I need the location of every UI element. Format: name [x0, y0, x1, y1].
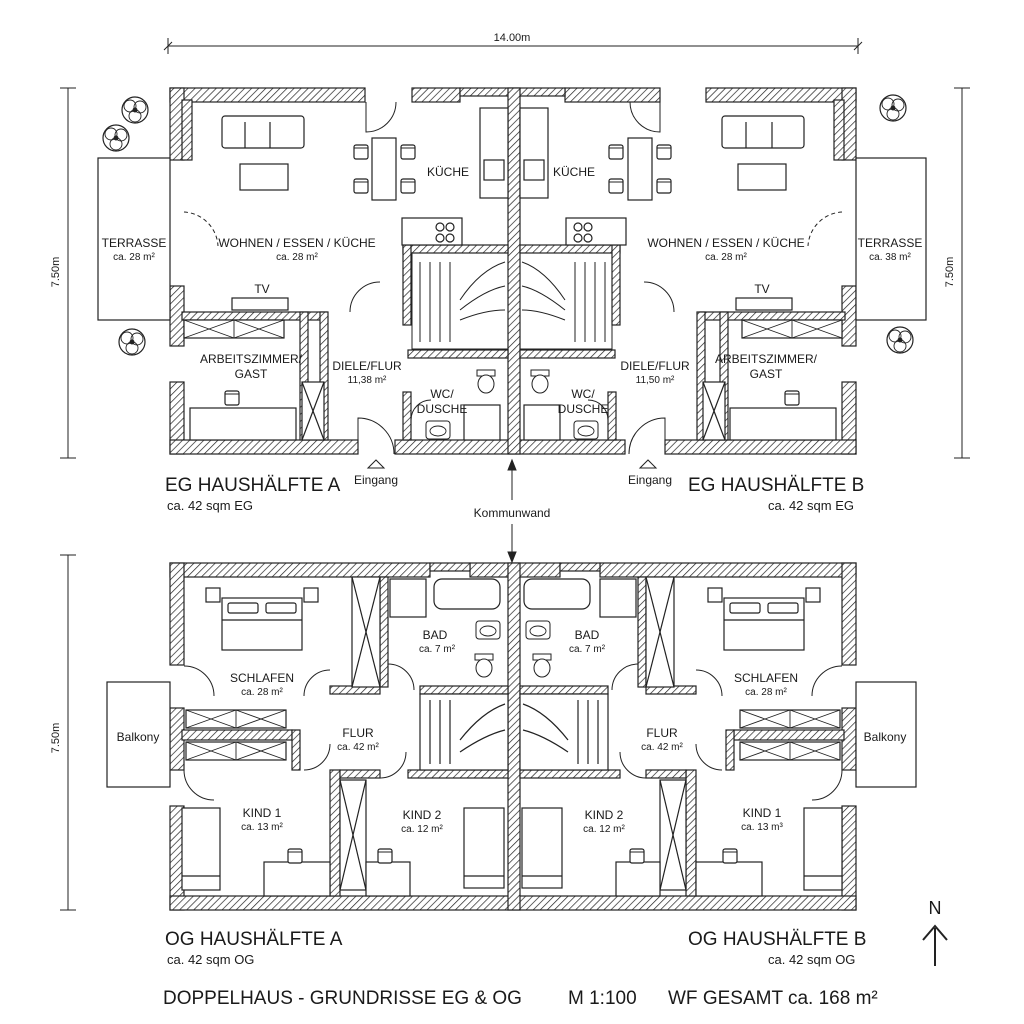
- room-area-diele-b: 11,50 m²: [635, 375, 675, 386]
- balcony-label-b: Balkony: [863, 730, 907, 744]
- dimension-height-eg-left: 7.50m: [50, 256, 62, 288]
- og-a-title: OG HAUSHÄLFTE A: [165, 929, 343, 950]
- dimension-height-og-left: 7.50m: [50, 722, 62, 754]
- room-label-schlafen-a: SCHLAFEN: [229, 671, 295, 685]
- room-area-kind1-a: ca. 13 m²: [241, 822, 283, 833]
- room-area-flur-a: ca. 42 m²: [337, 742, 379, 753]
- room-label-terrasse-b: TERRASSE: [857, 236, 923, 250]
- room-label-arbeitszimmer-a-2: GAST: [234, 367, 268, 381]
- eg-b-subtitle: ca. 42 sqm EG: [768, 498, 854, 513]
- eg-walls: [169, 87, 857, 455]
- room-label-kind1-b: KIND 1: [742, 806, 782, 820]
- eg-entry-arrows: [366, 459, 658, 469]
- room-area-terrasse-b: ca. 38 m²: [869, 252, 911, 263]
- room-area-schlafen-b: ca. 28 m²: [745, 687, 787, 698]
- room-label-kind2-b: KIND 2: [584, 808, 624, 822]
- total-living-area: WF GESAMT ca. 168 m²: [668, 988, 878, 1009]
- tv-label-b: TV: [754, 282, 770, 296]
- room-area-terrasse-a: ca. 28 m²: [113, 252, 155, 263]
- kommunwand-label: Kommunwand: [473, 506, 551, 520]
- room-area-bad-a: ca. 7 m²: [418, 644, 456, 655]
- eg-furniture-b: [519, 107, 843, 441]
- kommunwand-arrow: [507, 458, 517, 564]
- room-label-wc-b-2: DUSCHE: [557, 402, 609, 416]
- og-furniture-a: [181, 576, 509, 897]
- entrance-label-b: Eingang: [627, 473, 673, 487]
- drawing-title: DOPPELHAUS - GRUNDRISSE EG & OG: [163, 988, 522, 1009]
- eg-furniture-a: [183, 107, 509, 441]
- room-label-bad-a: BAD: [422, 628, 448, 642]
- room-label-flur-a: FLUR: [342, 726, 374, 740]
- room-label-arbeitszimmer-b-1: ARBEITSZIMMER/: [714, 352, 818, 366]
- room-area-wohnen-b: ca. 28 m²: [705, 252, 747, 263]
- eg-doors: [183, 101, 843, 455]
- balcony-label-a: Balkony: [116, 730, 160, 744]
- eg-b-title: EG HAUSHÄLFTE B: [688, 475, 865, 496]
- eg-stairs: [411, 252, 613, 350]
- dimension-lines: [60, 38, 970, 911]
- room-label-diele-b: DIELE/FLUR: [620, 359, 690, 373]
- room-area-bad-b: ca. 7 m²: [568, 644, 606, 655]
- room-label-flur-b: FLUR: [646, 726, 678, 740]
- eg-a-subtitle: ca. 42 sqm EG: [167, 498, 253, 513]
- room-label-kind2-a: KIND 2: [402, 808, 442, 822]
- room-area-flur-b: ca. 42 m²: [641, 742, 683, 753]
- north-arrow-icon: [922, 924, 948, 966]
- room-area-diele-a: 11,38 m²: [347, 375, 387, 386]
- room-label-arbeitszimmer-a-1: ARBEITSZIMMER/: [199, 352, 303, 366]
- room-label-terrasse-a: TERRASSE: [101, 236, 167, 250]
- room-label-bad-b: BAD: [574, 628, 600, 642]
- og-walls: [169, 562, 857, 911]
- room-label-wohnen-a: WOHNEN / ESSEN / KÜCHE: [218, 236, 376, 250]
- room-area-kind2-a: ca. 12 m²: [401, 824, 443, 835]
- room-label-wc-b-1: WC/: [571, 387, 595, 401]
- room-label-schlafen-b: SCHLAFEN: [733, 671, 799, 685]
- og-a-subtitle: ca. 42 sqm OG: [167, 952, 255, 967]
- room-label-wc-a-2: DUSCHE: [416, 402, 468, 416]
- north-label: N: [928, 898, 942, 918]
- dimension-width: 14.00m: [493, 32, 531, 44]
- og-doors: [183, 663, 843, 801]
- tv-label-a: TV: [254, 282, 270, 296]
- eg-a-title: EG HAUSHÄLFTE A: [165, 475, 341, 496]
- eg-terraces: [97, 157, 927, 321]
- drawing-scale: M 1:100: [568, 988, 637, 1009]
- room-area-kind1-b: ca. 13 m³: [741, 822, 783, 833]
- room-area-schlafen-a: ca. 28 m²: [241, 687, 283, 698]
- og-balconies: [106, 681, 917, 788]
- dimension-height-eg-right: 7.50m: [944, 256, 956, 288]
- room-area-wohnen-a: ca. 28 m²: [276, 252, 318, 263]
- room-label-arbeitszimmer-b-2: GAST: [749, 367, 783, 381]
- entrance-label-a: Eingang: [353, 473, 399, 487]
- room-label-wohnen-b: WOHNEN / ESSEN / KÜCHE: [647, 236, 805, 250]
- room-label-wc-a-1: WC/: [430, 387, 454, 401]
- room-area-kind2-b: ca. 12 m²: [583, 824, 625, 835]
- room-label-diele-a: DIELE/FLUR: [332, 359, 402, 373]
- room-label-kueche-a: KÜCHE: [426, 165, 470, 179]
- og-b-title: OG HAUSHÄLFTE B: [688, 929, 867, 950]
- room-label-kind1-a: KIND 1: [242, 806, 282, 820]
- og-b-subtitle: ca. 42 sqm OG: [768, 952, 856, 967]
- og-furniture-b: [519, 576, 843, 897]
- room-label-kueche-b: KÜCHE: [552, 165, 596, 179]
